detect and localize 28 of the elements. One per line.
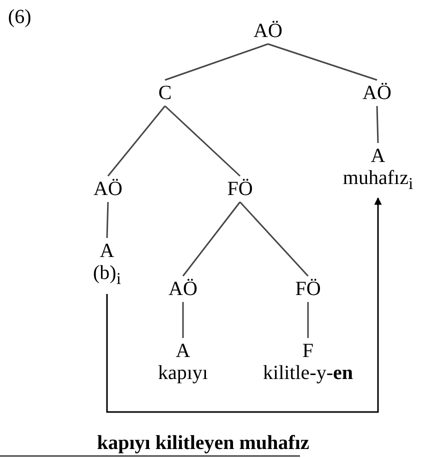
category-label: A: [98, 240, 116, 262]
phrase-label: AÖ: [254, 20, 282, 42]
movement-arrow: [106, 197, 382, 413]
word-label: muhafız$_{i}$: [342, 167, 414, 195]
phrase-label: C: [158, 82, 172, 104]
tree-branch: [268, 43, 378, 81]
word-label: kapıyı: [158, 362, 208, 384]
caption: kapıyı kilitleyen muhafız: [97, 432, 310, 455]
phrase-label: AÖ: [168, 278, 198, 300]
phrase-label: AÖ: [94, 178, 122, 200]
word-label: kilitle-y-en: [263, 362, 353, 384]
category-label: F: [301, 340, 315, 362]
category-label: A: [370, 145, 386, 167]
word-label: (b)$_{i}$: [93, 262, 121, 290]
phrase-label: FÖ: [227, 178, 253, 200]
tree-branch: [182, 202, 241, 276]
category-label: A: [174, 340, 192, 362]
tree-branch: [164, 43, 268, 81]
tree-branch: [376, 106, 379, 144]
example-number: (6): [8, 6, 32, 29]
tree-branch: [182, 302, 184, 338]
tree-branch: [307, 302, 309, 338]
phrase-label: FÖ: [295, 278, 321, 300]
tree-branch: [239, 202, 309, 276]
tree-branch: [164, 105, 241, 177]
phrase-label: AÖ: [362, 82, 392, 104]
tree-branch: [106, 202, 109, 238]
tree-branch: [107, 106, 166, 176]
